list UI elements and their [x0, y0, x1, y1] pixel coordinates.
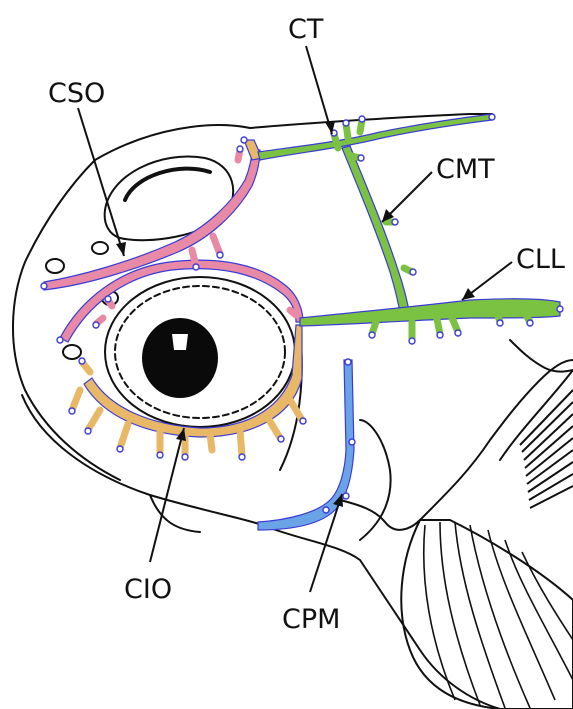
cmt-canal-body [342, 146, 410, 318]
label-ct: CT [288, 14, 324, 45]
cpm-pore [343, 493, 349, 499]
label-cio: CIO [124, 574, 172, 605]
cpm-pore [349, 439, 355, 445]
cpm-pore [323, 507, 329, 513]
supraorbital-inner [125, 169, 210, 200]
cso-arrowhead [116, 242, 126, 256]
label-cmt: CMT [436, 154, 495, 185]
cso-pointer [78, 108, 124, 256]
anterior-nostril [46, 259, 64, 273]
cll-arrowhead [462, 288, 475, 300]
label-cpm: CPM [282, 604, 340, 635]
pupil [142, 318, 218, 398]
pectoral-base [510, 340, 573, 372]
label-cll: CLL [516, 244, 565, 275]
eye [105, 277, 295, 427]
cpm-pore [345, 359, 351, 365]
pupil-highlight [172, 334, 188, 350]
cio-pointer [150, 428, 184, 562]
lower-fin [401, 520, 573, 709]
lower-nasal-pit [63, 345, 81, 359]
lower-jaw-contour [150, 495, 200, 532]
posterior-nostril [92, 242, 108, 254]
canal-ct-cmt-cll [258, 114, 563, 344]
pectoral-fin-rays [520, 390, 573, 508]
label-cso: CSO [48, 78, 105, 109]
ct-pointer [306, 46, 332, 134]
